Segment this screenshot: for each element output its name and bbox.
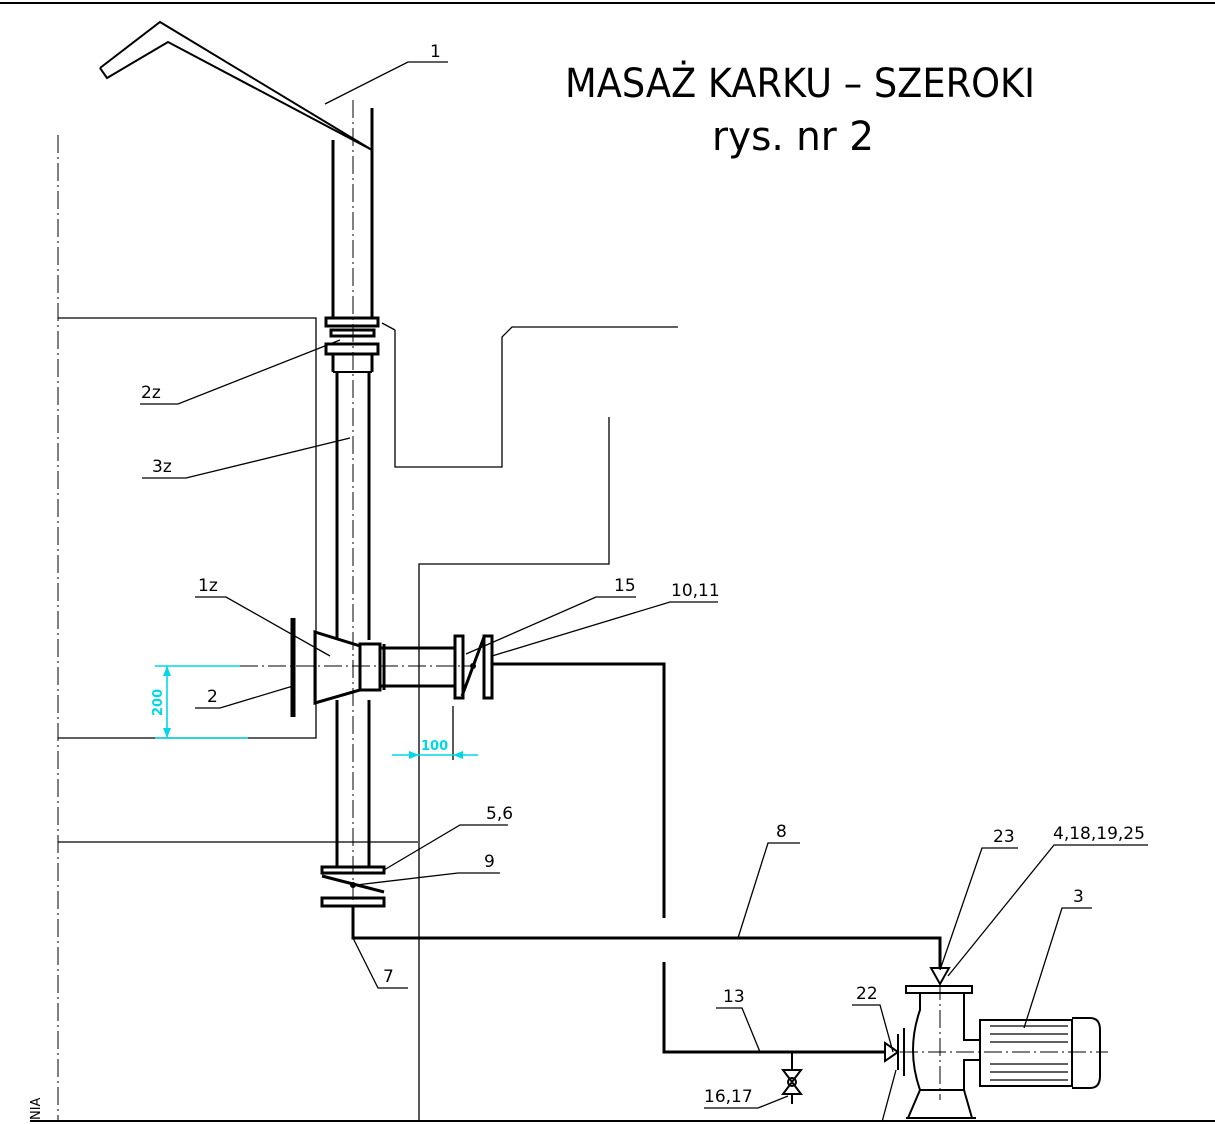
- label-10-11: 10,11: [671, 581, 720, 601]
- pool-walls: [57, 135, 678, 1121]
- label-4-18-19-25: 4,18,19,25: [1053, 824, 1145, 844]
- label-3z: 3z: [152, 457, 172, 477]
- dimension-100-text: 100: [421, 739, 448, 754]
- label-13: 13: [723, 987, 745, 1007]
- supply-pipe: [492, 662, 900, 1063]
- label-5-6: 5,6: [486, 804, 513, 824]
- title-line-2: rys. nr 2: [712, 114, 874, 160]
- bottom-flanges: [320, 865, 386, 908]
- edge-text: NIA: [29, 1097, 44, 1120]
- vertical-pipe-lower: [335, 372, 371, 868]
- dimension-200-text: 200: [151, 689, 166, 716]
- label-7: 7: [383, 967, 394, 987]
- hood-cover: [99, 20, 373, 151]
- pump-motor: [897, 982, 1108, 1119]
- nozzle-assembly: [240, 618, 494, 717]
- label-2: 2: [207, 687, 218, 707]
- title-line-1: MASAŻ KARKU – SZEROKI: [565, 59, 1035, 107]
- label-8: 8: [776, 822, 787, 842]
- label-3: 3: [1073, 887, 1084, 907]
- coupling-2z: [324, 316, 380, 373]
- label-16-17: 16,17: [704, 1087, 753, 1107]
- label-23: 23: [993, 827, 1015, 847]
- vertical-pipe-upper: [331, 100, 374, 900]
- callouts: 1 2z 3z 1z 2 15 10,11 5,6 9 7 8 23 4,18,…: [140, 42, 1148, 1123]
- label-9: 9: [484, 852, 495, 872]
- label-22: 22: [856, 984, 878, 1004]
- label-2z: 2z: [141, 383, 161, 403]
- dimension-200: 200: [151, 665, 248, 739]
- dimension-100: 100: [392, 706, 478, 760]
- label-1: 1: [430, 42, 441, 62]
- suction-pipe: [351, 906, 951, 987]
- label-1z: 1z: [198, 576, 218, 596]
- drain-valve: [781, 1052, 803, 1104]
- label-15: 15: [614, 576, 636, 596]
- drawing-title: MASAŻ KARKU – SZEROKI rys. nr 2: [565, 59, 1035, 160]
